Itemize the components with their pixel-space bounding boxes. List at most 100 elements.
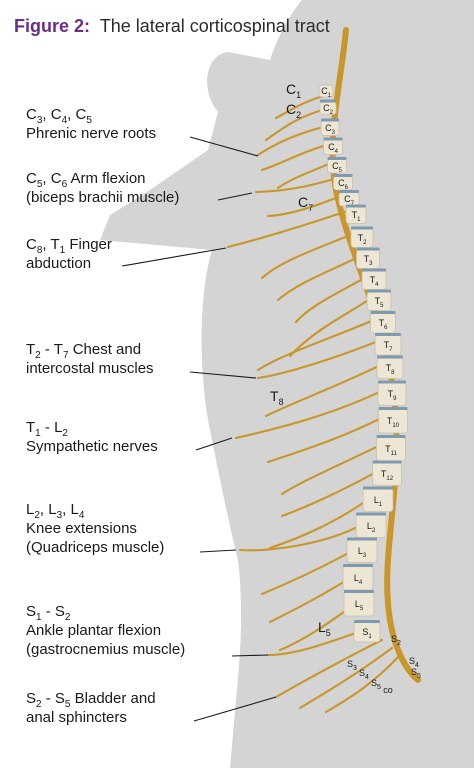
figure-title: Figure 2: The lateral corticospinal trac… — [14, 16, 330, 36]
label-line: Knee extensions — [26, 520, 137, 537]
leader-finger-abduction — [121, 247, 227, 267]
intervertebral-disc — [339, 190, 359, 193]
label-line: (gastrocnemius muscle) — [26, 641, 185, 658]
sacral-label: S2 — [391, 634, 401, 647]
label-line: (Quadriceps muscle) — [26, 539, 164, 556]
label-line: Ankle plantar flexion — [26, 622, 161, 639]
vertebra-label: T3 — [364, 254, 374, 267]
vertebra-t10: T10 — [378, 407, 408, 434]
nerve-root — [226, 206, 358, 249]
vertebra-t6: T6 — [370, 311, 396, 334]
vertebra-label: C1 — [321, 86, 332, 99]
level-label-c1: C1 — [286, 81, 301, 100]
label-line: Sympathetic nerves — [26, 438, 158, 455]
vertebra-c6: C6 — [333, 174, 353, 191]
vertebra-label: T11 — [385, 444, 397, 457]
nerve-root — [256, 314, 385, 372]
vertebra-t3: T3 — [356, 247, 380, 269]
vertebra-c3: C3 — [320, 118, 340, 136]
intervertebral-disc — [346, 204, 366, 208]
vertebra-label: T5 — [375, 296, 385, 309]
vertebra-l2: L2 — [355, 512, 387, 538]
sacral-label: S4 — [359, 668, 369, 681]
intervertebral-disc — [347, 537, 377, 541]
vertebra-label: C7 — [344, 194, 355, 207]
level-label-l5: L5 — [318, 619, 331, 638]
leader-phrenic — [189, 136, 259, 157]
vertebra-label: C4 — [328, 142, 339, 155]
intervertebral-disc — [362, 268, 386, 272]
vertebra-body — [376, 436, 406, 462]
vertebra-l1: L1 — [362, 486, 394, 512]
nerve-root — [280, 439, 391, 496]
vertebra-l3: L3 — [346, 537, 378, 563]
leader-chest — [189, 371, 257, 379]
sacral-label: co — [383, 685, 393, 695]
vertebra-label: T2 — [358, 233, 368, 246]
sacral-label: S5 — [371, 678, 381, 691]
sacral-label: S5 — [411, 667, 421, 680]
nerve-root — [274, 638, 384, 699]
vertebra-label: T8 — [386, 363, 396, 376]
leader-knee — [199, 549, 237, 553]
nerve-root — [264, 359, 391, 418]
intervertebral-disc — [376, 435, 406, 438]
vertebra-t2: T2 — [350, 226, 374, 248]
intervertebral-disc — [344, 590, 374, 593]
vertebra-c2: C2 — [319, 99, 337, 116]
intervertebral-disc — [363, 486, 393, 490]
label-line: C3, C4, C5 — [26, 106, 92, 126]
intervertebral-disc — [378, 407, 408, 410]
level-label-t8: T8 — [270, 388, 284, 407]
intervertebral-disc — [320, 99, 336, 103]
vertebra-body — [378, 408, 408, 434]
leader-sympathetic — [195, 437, 233, 451]
label-line: T1 - L2 — [26, 419, 68, 439]
intervertebral-disc — [356, 512, 386, 516]
label-line: T2 - T7 Chest and — [26, 341, 141, 361]
vertebra-label: T6 — [379, 318, 389, 331]
vertebra-label: T10 — [387, 416, 400, 429]
vertebra-t8: T8 — [376, 355, 404, 379]
body-silhouette — [100, 0, 474, 768]
nerve-root — [324, 653, 402, 714]
label-line: Phrenic nerve roots — [26, 125, 156, 142]
vertebra-label: T4 — [370, 275, 380, 288]
intervertebral-disc — [370, 311, 396, 314]
vertebra-body — [372, 462, 402, 486]
label-line: intercostal muscles — [26, 360, 154, 377]
intervertebral-disc — [378, 380, 406, 384]
label-line: S1 - S2 — [26, 603, 71, 623]
vertebra-label: T7 — [384, 340, 394, 353]
leader-arm-flexion — [217, 192, 253, 201]
vertebra-l5: L5 — [343, 590, 375, 617]
label-line: C8, T1 Finger — [26, 236, 112, 256]
label-line: abduction — [26, 255, 91, 272]
label-arm-flexion: C5, C6 Arm flexion(biceps brachii muscle… — [26, 170, 179, 206]
vertebra-label: C6 — [338, 178, 349, 191]
vertebra-l4: L4 — [342, 564, 374, 591]
vertebra-t12: T12 — [372, 460, 402, 486]
figure-title-lead: Figure 2: — [14, 16, 90, 36]
intervertebral-disc — [343, 564, 373, 567]
intervertebral-disc — [327, 157, 347, 160]
intervertebral-disc — [356, 247, 380, 251]
label-line: L2, L3, L4 — [26, 501, 85, 521]
label-line: anal sphincters — [26, 709, 127, 726]
intervertebral-disc — [375, 333, 401, 336]
label-line: S2 - S5 Bladder and — [26, 690, 156, 710]
level-label-c2: C2 — [286, 101, 301, 120]
vertebra-t1: T1 — [345, 204, 367, 224]
intervertebral-disc — [354, 620, 380, 623]
level-label-c7: C7 — [298, 194, 313, 213]
label-line: C5, C6 Arm flexion — [26, 170, 146, 190]
vertebral-column: C1C2C3C4C5C6C7T1T2T3T4T5T6T7T8T9T10T11T1… — [318, 84, 408, 643]
nerve-root — [234, 385, 392, 440]
